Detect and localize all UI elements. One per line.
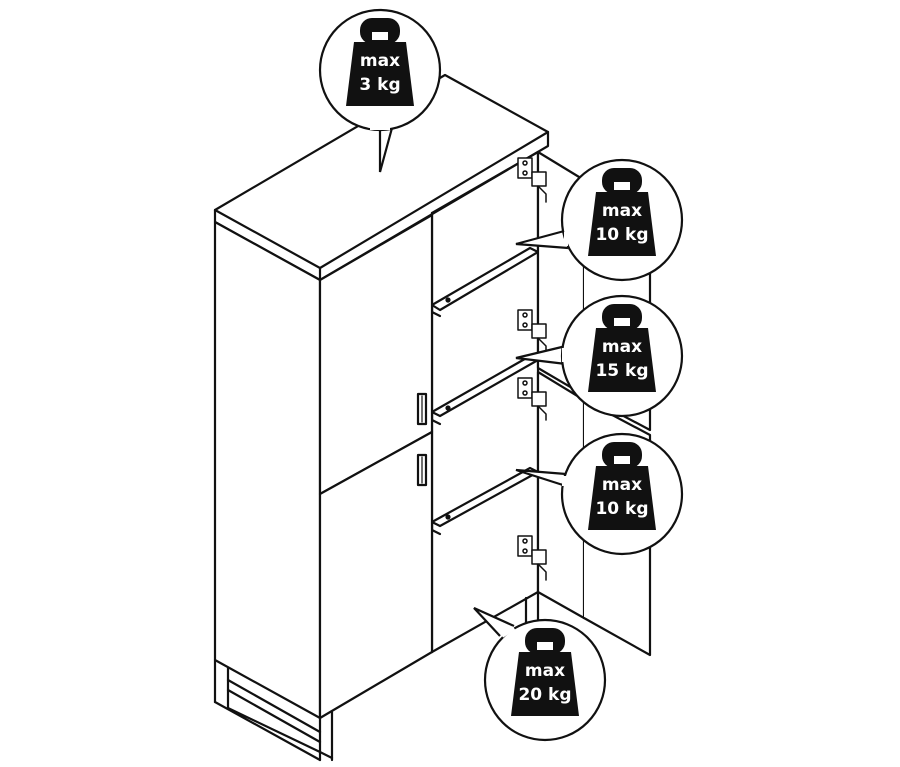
cabinet-left-side xyxy=(213,220,322,720)
cabinet-interior xyxy=(430,150,540,654)
weight-icon: max 10 kg xyxy=(588,442,656,530)
weight-value: 15 kg xyxy=(595,361,648,381)
weight-icon: max 20 kg xyxy=(511,628,579,716)
max-label: max xyxy=(360,51,400,71)
weight-value: 10 kg xyxy=(595,225,648,245)
load-callout-upper-shelf: max 10 kg xyxy=(515,158,684,282)
load-callout-bottom: max 20 kg xyxy=(473,606,607,742)
hinge xyxy=(517,309,547,353)
hinge xyxy=(517,535,547,581)
weight-value: 10 kg xyxy=(595,499,648,519)
load-callout-middle-shelf: max 15 kg xyxy=(515,294,684,418)
max-label: max xyxy=(602,201,642,221)
weight-value: 20 kg xyxy=(518,685,571,705)
hinge xyxy=(517,157,547,203)
hinge xyxy=(517,377,547,421)
load-callout-top: max 3 kg xyxy=(318,8,442,173)
left-door-upper[interactable] xyxy=(318,213,434,496)
weight-icon: max 10 kg xyxy=(588,168,656,256)
load-callout-lower-shelf: max 10 kg xyxy=(515,432,684,556)
left-door-lower[interactable] xyxy=(318,430,434,720)
max-label: max xyxy=(602,337,642,357)
max-label: max xyxy=(525,661,565,681)
weight-icon: max 3 kg xyxy=(346,18,414,106)
max-label: max xyxy=(602,475,642,495)
weight-icon: max 15 kg xyxy=(588,304,656,392)
weight-value: 3 kg xyxy=(359,75,400,95)
